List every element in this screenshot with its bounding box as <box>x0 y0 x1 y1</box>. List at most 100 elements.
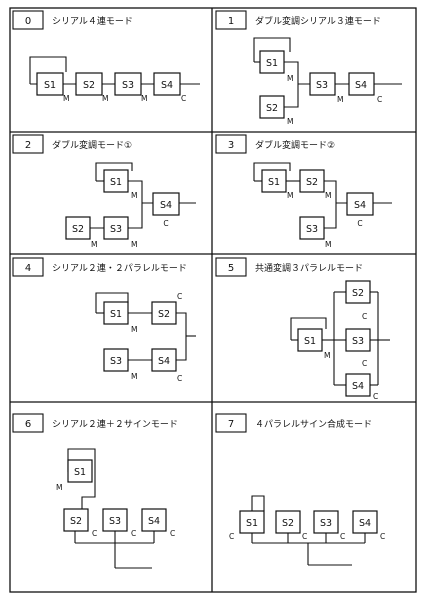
connector <box>284 61 299 84</box>
port-c: C <box>170 529 175 538</box>
port-c: C <box>380 532 385 541</box>
module-s3 <box>103 348 129 372</box>
module-s1-label: S1 <box>304 336 316 347</box>
port-m: M <box>337 95 343 104</box>
module-s3 <box>114 72 142 96</box>
module-s4-label: S4 <box>161 80 173 91</box>
port-c: C <box>177 292 182 301</box>
module-s4-label: S4 <box>355 80 367 91</box>
panel-mode-1: 1 ダブル変調シリアル３連モード S1 M S2 M S3 M S4 C <box>215 10 402 126</box>
module-s2-label: S2 <box>70 516 82 527</box>
module-s4 <box>345 373 371 397</box>
feedback-loop <box>29 56 67 84</box>
module-s2 <box>65 216 91 240</box>
module-s1 <box>239 510 265 534</box>
port-m: M <box>63 94 69 103</box>
port-c: C <box>377 95 382 104</box>
module-s2 <box>151 301 177 325</box>
port-c: C <box>357 219 362 228</box>
port-c: C <box>302 532 307 541</box>
module-s1-label: S1 <box>74 467 86 478</box>
module-s2-label: S2 <box>352 288 364 299</box>
panel-mode-6: 6 シリアル２連＋２サインモード S1 M S2 C S3 C S4 C <box>12 413 178 569</box>
module-s2 <box>299 169 325 193</box>
module-s4 <box>348 72 375 96</box>
panel-number: 1 <box>228 16 234 27</box>
port-c: C <box>373 392 378 401</box>
panel-number-box <box>215 10 247 30</box>
module-s1-label: S1 <box>110 309 122 320</box>
module-s2-label: S2 <box>306 177 318 188</box>
module-s2-label: S2 <box>282 518 294 529</box>
panel-number: 7 <box>228 419 234 430</box>
module-s4-label: S4 <box>352 381 364 392</box>
port-c: C <box>229 532 234 541</box>
panel-number: 6 <box>25 419 31 430</box>
port-m: M <box>131 240 137 249</box>
module-s3 <box>103 216 129 240</box>
module-s4-label: S4 <box>354 200 366 211</box>
panel-title: 共通変調３パラレルモード <box>255 262 363 274</box>
port-m: M <box>287 74 293 83</box>
module-s4-label: S4 <box>359 518 371 529</box>
module-s2-label: S2 <box>83 80 95 91</box>
module-s1-label: S1 <box>268 177 280 188</box>
module-s3-label: S3 <box>110 224 122 235</box>
module-s1-label: S1 <box>44 80 56 91</box>
module-s1-label: S1 <box>246 518 258 529</box>
module-s4 <box>151 348 177 372</box>
module-s2-label: S2 <box>158 309 170 320</box>
port-m: M <box>131 325 137 334</box>
port-m: M <box>102 94 108 103</box>
module-s2 <box>259 95 285 119</box>
connector <box>128 203 143 229</box>
port-m: M <box>325 191 331 200</box>
module-s1-label: S1 <box>110 177 122 188</box>
module-s1 <box>103 301 129 325</box>
module-s4 <box>153 72 181 96</box>
port-c: C <box>177 374 182 383</box>
port-m: M <box>131 372 137 381</box>
module-s1 <box>67 459 93 483</box>
panel-number-box <box>12 257 44 277</box>
module-s3-label: S3 <box>110 356 122 367</box>
port-m: M <box>56 483 62 492</box>
feedback-loop <box>95 162 133 181</box>
module-s3-label: S3 <box>352 336 364 347</box>
feedback-loop <box>290 317 327 340</box>
port-c: C <box>362 359 367 368</box>
port-m: M <box>324 351 330 360</box>
feedback-loop <box>251 495 265 511</box>
module-s4 <box>352 510 378 534</box>
module-s1-label: S1 <box>266 58 278 69</box>
module-s3-label: S3 <box>316 80 328 91</box>
module-s4 <box>152 192 180 216</box>
module-s1 <box>259 50 285 74</box>
module-s2 <box>75 72 103 96</box>
panel-mode-0: 0 シリアル４連モード S1 M S2 M S3 M S4 C <box>12 10 200 103</box>
panel-mode-3: 3 ダブル変調モード② S1 M S2 M S3 M S4 C <box>215 134 392 249</box>
port-m: M <box>287 191 293 200</box>
module-s3 <box>299 216 325 240</box>
module-s2-label: S2 <box>72 224 84 235</box>
panel-number: 3 <box>228 140 234 151</box>
panel-title: ダブル変調シリアル３連モード <box>255 15 381 27</box>
module-s4 <box>346 192 374 216</box>
panel-number: 2 <box>25 140 31 151</box>
module-s3-label: S3 <box>306 224 318 235</box>
module-s3-label: S3 <box>320 518 332 529</box>
panel-number-box <box>12 134 44 154</box>
port-m: M <box>141 94 147 103</box>
module-s2 <box>345 280 371 304</box>
panel-number-box <box>215 134 247 154</box>
parallel-bus <box>176 312 187 361</box>
module-s4-label: S4 <box>158 356 170 367</box>
feedback-loop <box>67 448 96 509</box>
port-c: C <box>340 532 345 541</box>
module-s4 <box>141 508 167 532</box>
module-s3-label: S3 <box>122 80 134 91</box>
port-m: M <box>91 240 97 249</box>
module-s1 <box>103 169 129 193</box>
